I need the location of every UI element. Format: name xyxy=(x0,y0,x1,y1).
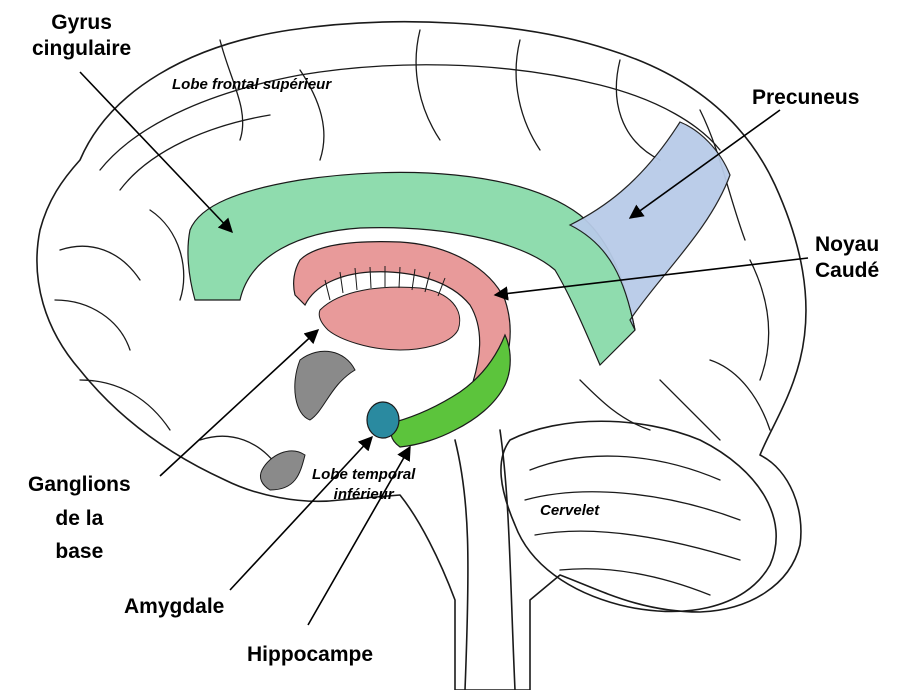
brain-outline xyxy=(37,22,806,690)
ventricle-region xyxy=(295,351,355,420)
label-precuneus: Precuneus xyxy=(752,85,859,111)
label-hippocampe: Hippocampe xyxy=(247,642,373,668)
ventricle-region-lower xyxy=(260,451,305,490)
amygdale-region xyxy=(367,402,399,438)
label-amygdale: Amygdale xyxy=(124,594,224,620)
label-noyau-caude: Noyau Caudé xyxy=(815,232,879,285)
label-lobe-frontal-superieur: Lobe frontal supérieur xyxy=(172,76,331,95)
ganglions-de-la-base-region xyxy=(319,287,459,350)
label-lobe-temporal-inferieur: Lobe temporal inférieur xyxy=(312,465,415,504)
label-gyrus-cingulaire: Gyrus cingulaire xyxy=(32,10,131,63)
label-cervelet: Cervelet xyxy=(540,502,599,521)
brainstem xyxy=(455,430,515,690)
label-ganglions-de-la-base: Ganglions de la base xyxy=(28,468,131,569)
